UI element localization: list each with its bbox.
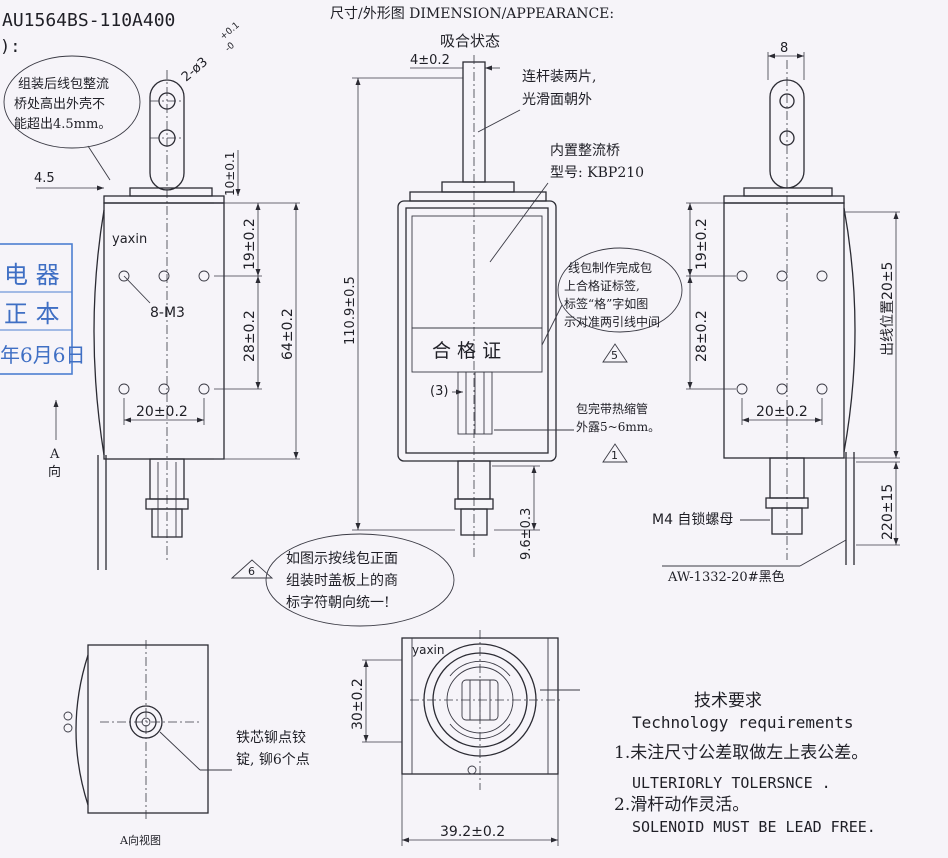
note-link-rod-2: 光滑面朝外 [522,91,592,108]
requirements-title-cn: 技术要求 [694,691,762,711]
note-tube-2: 外露5~6mm。 [576,420,660,434]
model-number: AU1564BS-110A400 [2,10,175,31]
arrow-a-direction: 向 [48,464,61,480]
dimension-title: 尺寸/外形图 DIMENSION/APPEARANCE: [330,6,614,22]
note-wire: AW-1332-20#黑色 [667,569,785,585]
note-label-3: 标签“格”字如图 [564,296,648,311]
certificate-label: 合 格 证 [432,340,501,362]
dim-hole: 2-ø3 [179,55,211,85]
a-direction-view: A向视图 铁芯铆点铰 锭, 铆6个点 [63,640,310,847]
note-cover-2: 组装时盖板上的商 [286,573,398,589]
requirement-1-cn: 1.未注尺寸公差取做左上表公差。 [614,743,868,763]
lead-count: (3) [430,384,448,399]
note-lead-height-1: 组装后线包整流 [18,77,109,92]
note-link-rod-1: 连杆装两片, [522,69,596,85]
requirement-2-cn: 2.滑杆动作灵活。 [614,795,749,815]
dim-9-6: 9.6±0.3 [519,508,534,560]
note-lead-height-3: 能超出4.5mm。 [14,117,111,132]
dim-hole-tol-up: +0.1 [219,21,242,43]
note-label-2: 上合格证标签, [564,278,640,293]
dim-outlet-position: 出线位置20±5 [880,262,896,356]
dim-220: 220±15 [880,484,896,540]
brand-mark-top: yaxin [412,643,445,657]
arrow-a-label: A [49,447,60,462]
note-cover-1: 如图示按线包正面 [286,551,398,567]
dim-39-2: 39.2±0.2 [440,824,505,840]
approval-stamp: 电 器 正 本 年6月6日 [0,243,85,375]
note-cover-3: 标字符朝向统一! [286,595,390,611]
dim-28-left: 28±0.2 [242,310,258,362]
dim-8: 8 [780,41,788,56]
state-title: 吸合状态 [440,32,500,50]
triangle-note-5: 5 [611,349,618,362]
dim-64: 64±0.2 [280,308,296,360]
view-a-caption: A向视图 [119,833,161,847]
stamp-line1: 电 器 [4,261,60,289]
note-tube-1: 包完带热缩管 [576,401,648,416]
note-label-1: 线包制作完成包 [568,260,652,275]
note-label-4: 示对准两引线中间 [564,314,660,329]
stamp-line2: 正 本 [4,300,60,328]
dim-hole-tol-dn: -0 [224,41,238,55]
stamp-line3: 年6月6日 [0,343,85,367]
requirements-title-en: Technology requirements [632,713,854,732]
note-rivet-1: 铁芯铆点铰 [236,730,306,746]
dim-19-right: 19±0.2 [694,218,710,270]
dim-20-left: 20±0.2 [136,404,188,420]
triangle-note-1: 1 [611,449,618,462]
brand-mark: yaxin [112,232,147,247]
model-suffix: ): [0,37,20,57]
note-lead-height-2: 桥处高出外壳不 [14,96,105,112]
dim-110-9: 110.9±0.5 [343,276,358,345]
triangle-note-6: 6 [248,565,255,578]
technical-requirements: 技术要求 Technology requirements 1.未注尺寸公差取做左… [614,691,876,836]
dim-20-right: 20±0.2 [756,404,808,420]
dim-19-left: 19±0.2 [242,218,258,270]
dim-4: 4±0.2 [410,53,450,68]
holes-label: 8-M3 [150,305,185,321]
left-side-view: 组装后线包整流 桥处高出外壳不 能超出4.5mm。 yaxin 8-M3 20±… [3,21,300,570]
note-nut: M4 自锁螺母 [652,512,733,528]
dim-28-right: 28±0.2 [694,310,710,362]
dim-4-5: 4.5 [34,171,55,186]
dim-10: 10±0.1 [223,152,237,196]
top-view: 6 如图示按线包正面 组装时盖板上的商 标字符朝向统一! yaxin 30±0.… [230,533,580,846]
note-bridge-2: 型号: KBP210 [550,165,644,181]
note-rivet-2: 锭, 铆6个点 [236,752,310,768]
requirement-2-en: SOLENOID MUST BE LEAD FREE. [632,818,876,836]
requirement-1-en: ULTERIORLY TOLERSNCE . [632,774,831,792]
dim-30: 30±0.2 [350,678,366,730]
section-view: 4±0.2 连杆装两片, 光滑面朝外 内置整流桥 型号: KBP210 合 格 … [343,53,683,560]
note-bridge-1: 内置整流桥 [550,143,620,159]
right-side-view: 8 19±0.2 28±0.2 20±0.2 出线位置20±5 220±15 [652,41,900,585]
